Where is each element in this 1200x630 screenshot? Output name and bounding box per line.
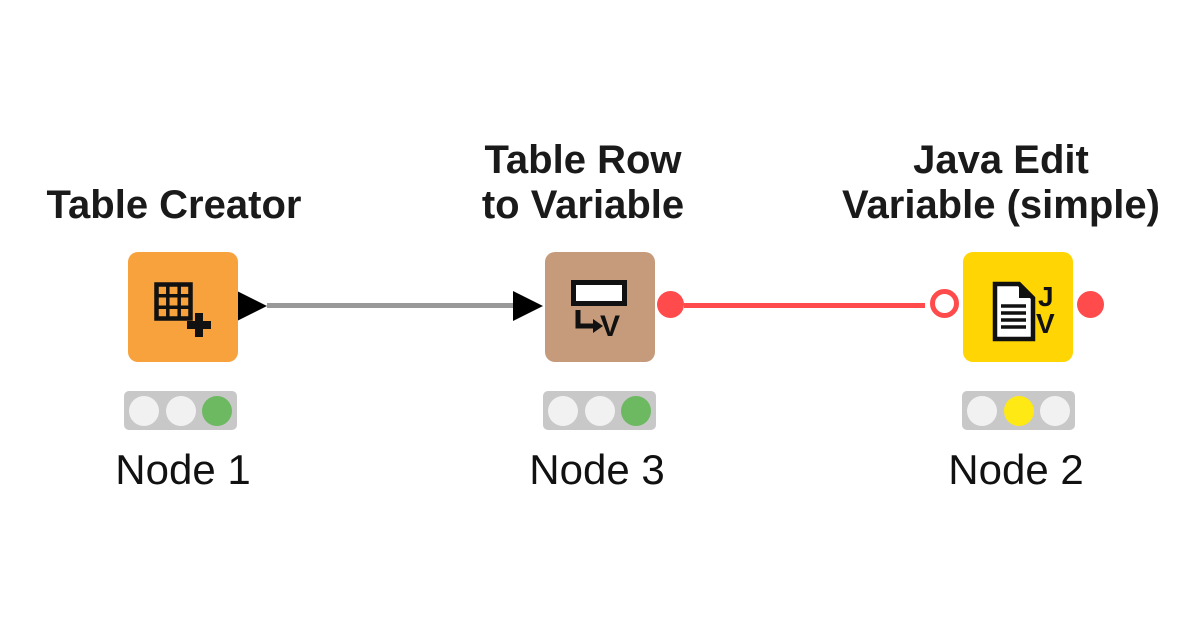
node-table-creator[interactable] [128, 252, 238, 362]
traffic-light-node-3 [543, 391, 656, 430]
row-to-variable-icon: V [571, 280, 627, 340]
node-title-line: Table Creator [46, 183, 302, 227]
output-port-data-table-creator[interactable] [237, 291, 267, 321]
table-grid-plus-icon [154, 282, 211, 337]
node-label[interactable]: Node 3 [529, 446, 665, 493]
connection-flow-variable[interactable] [684, 303, 925, 308]
icon-letter-j: J [1038, 281, 1054, 312]
node-title-table-creator: Table Creator [47, 183, 302, 228]
traffic-light-yellow [1003, 395, 1034, 426]
node-label[interactable]: Node 1 [115, 446, 251, 493]
traffic-light-red [548, 395, 578, 426]
icon-letter-v: V [600, 310, 620, 340]
node-label[interactable]: Node 2 [948, 446, 1084, 493]
java-document-icon: J V [992, 281, 1055, 342]
input-port-data-table-row-to-variable[interactable] [513, 291, 543, 321]
output-port-flow-variable-table-row-to-variable[interactable] [657, 291, 684, 318]
node-title-java-edit-variable: Java Edit Variable (simple) [842, 138, 1160, 228]
input-port-flow-variable-java-edit-variable[interactable] [930, 289, 959, 318]
traffic-light-yellow [165, 395, 196, 426]
node-title-line: to Variable [481, 183, 685, 227]
traffic-light-green [621, 395, 651, 426]
node-title-table-row-to-variable: Table Row to Variable [482, 138, 684, 228]
node-title-line: Table Row [484, 138, 682, 182]
traffic-light-yellow [584, 395, 615, 426]
traffic-light-green [1040, 395, 1070, 426]
node-table-row-to-variable[interactable]: V [545, 252, 655, 362]
traffic-light-red [129, 395, 159, 426]
traffic-light-red [967, 395, 997, 426]
connection-data[interactable] [267, 303, 513, 308]
output-port-flow-variable-java-edit-variable[interactable] [1077, 291, 1104, 318]
node-java-edit-variable[interactable]: J V [963, 252, 1073, 362]
icon-letter-v: V [1036, 308, 1055, 339]
traffic-light-green [202, 395, 232, 426]
traffic-light-node-1 [124, 391, 237, 430]
node-title-line: Java Edit [913, 138, 1089, 182]
traffic-light-node-2 [962, 391, 1075, 430]
node-title-line: Variable (simple) [842, 183, 1160, 227]
